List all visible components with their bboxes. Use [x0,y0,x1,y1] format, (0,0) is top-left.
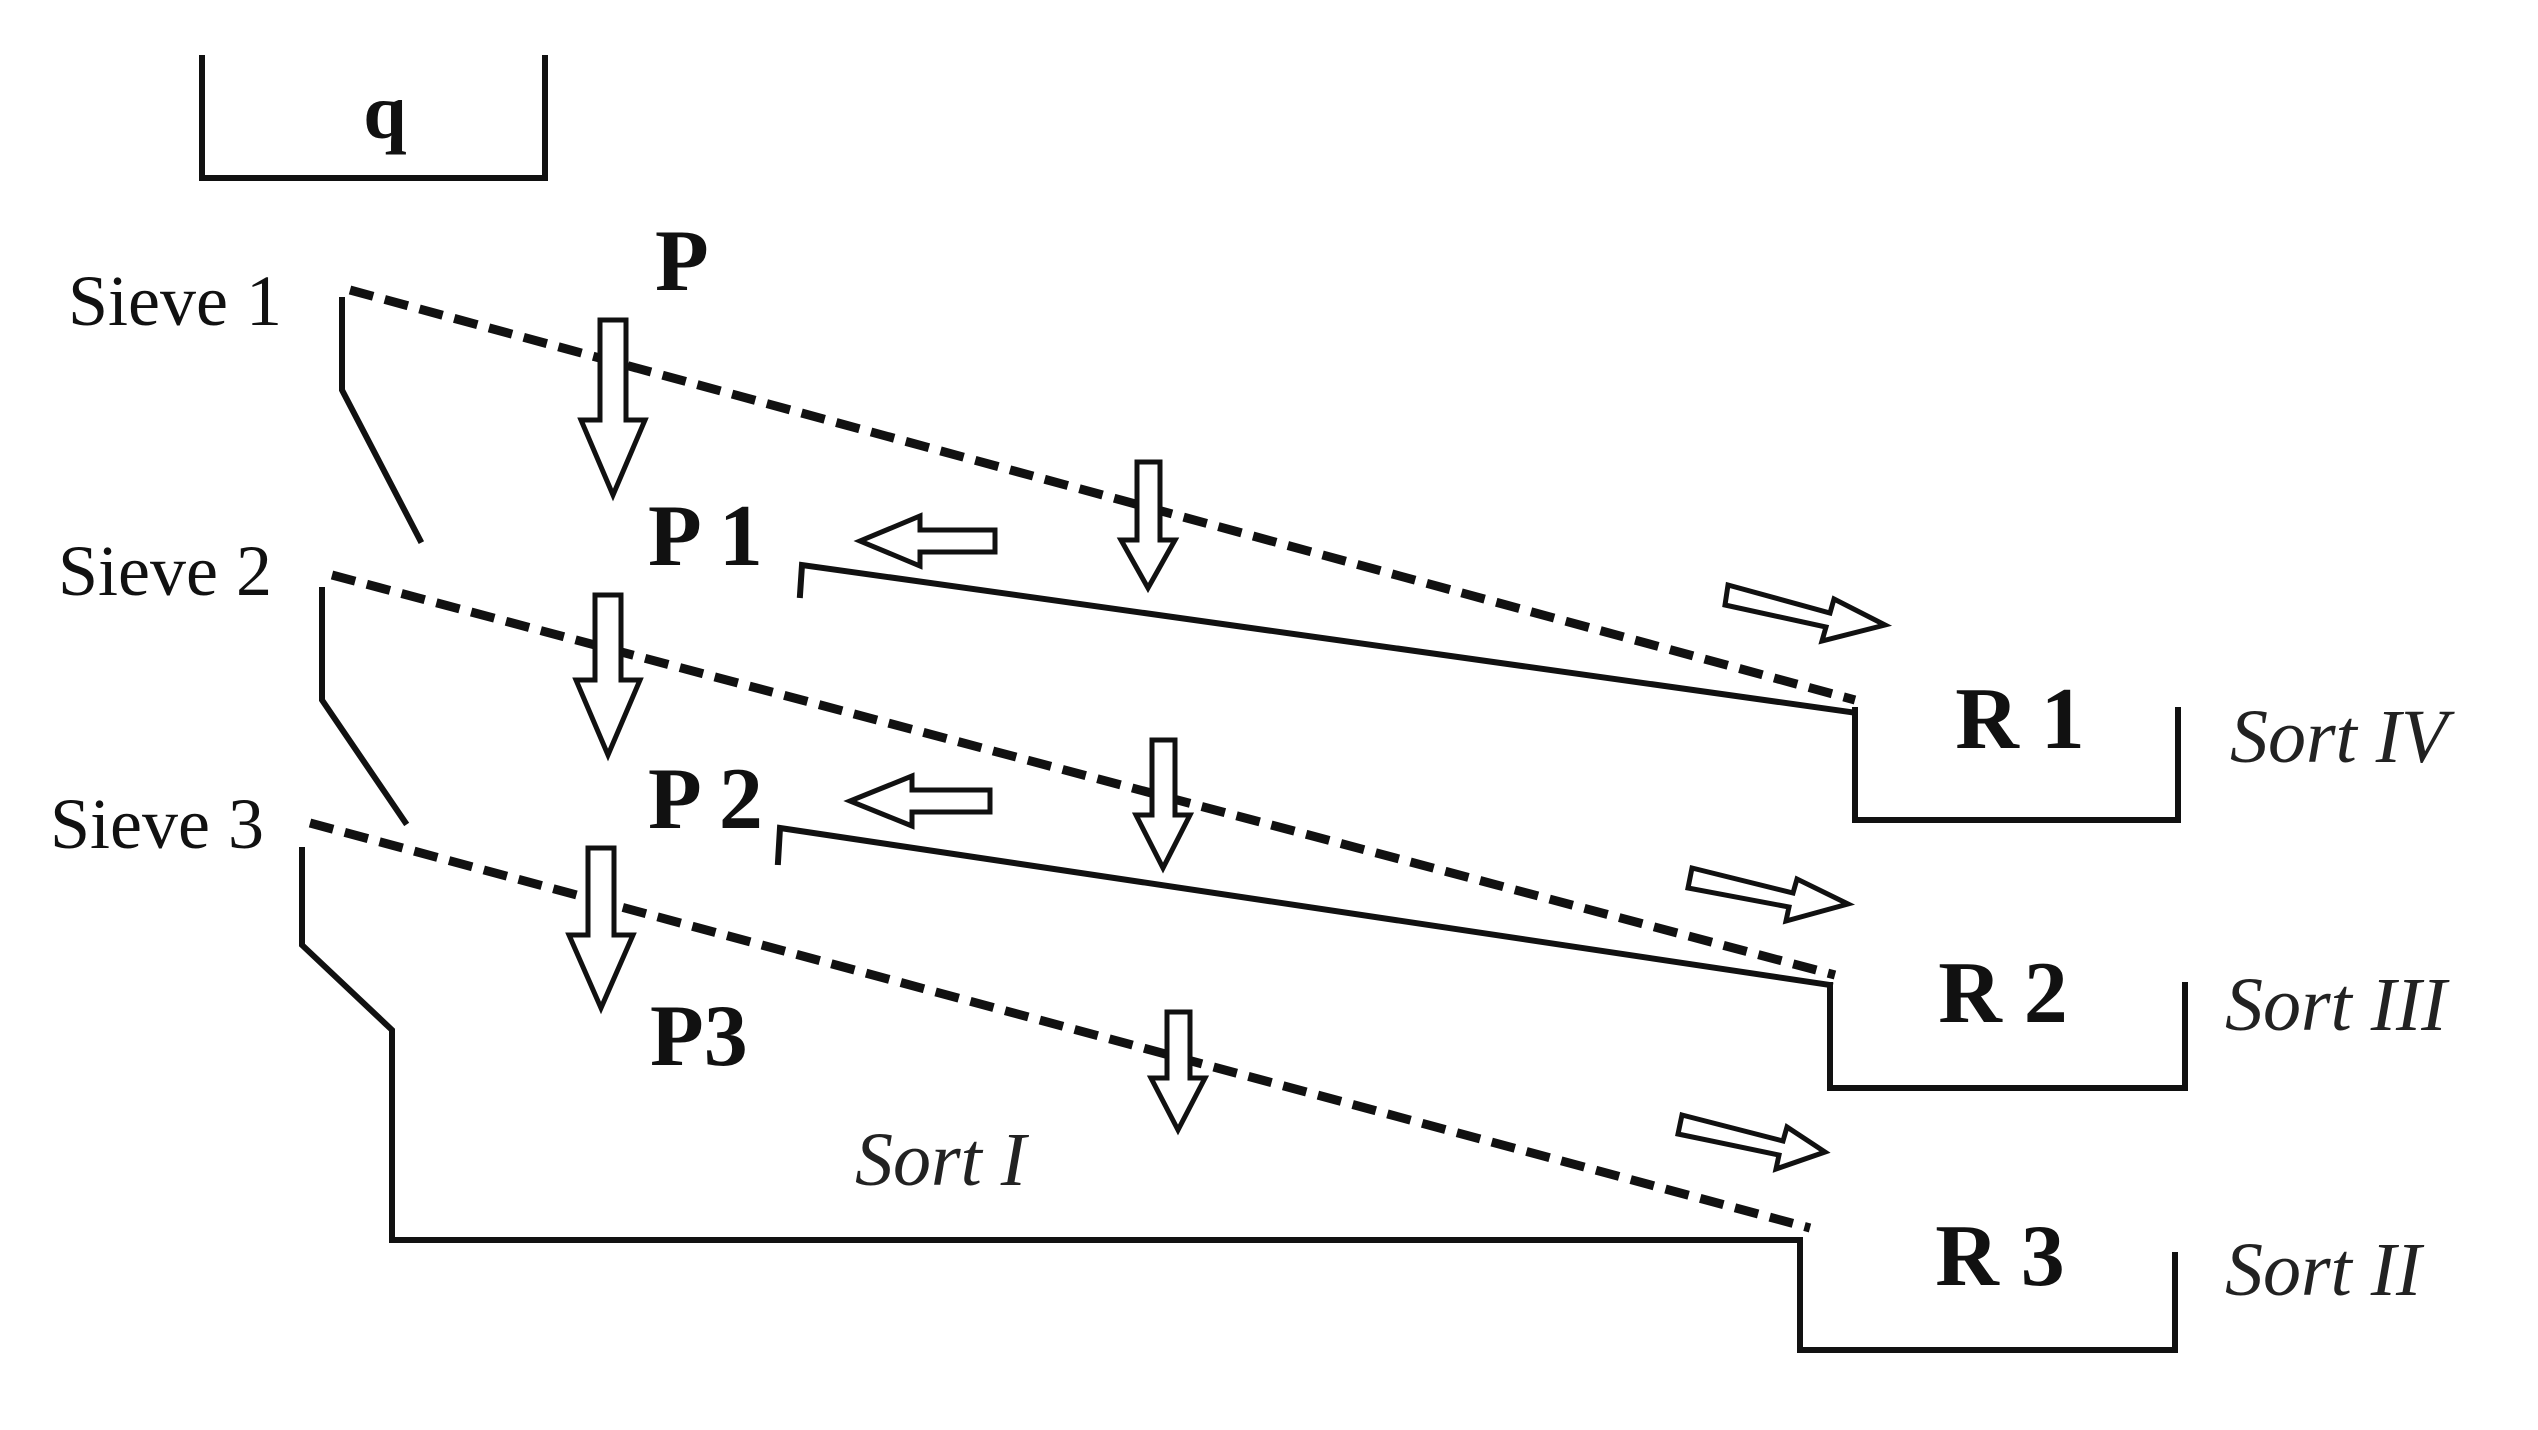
receiver-r3: R 3 [1797,1208,2178,1353]
receiver-r3-label: R 3 [1935,1208,2065,1305]
sieve-3-label: Sieve 3 [50,784,264,864]
receiver-r1-label: R 1 [1955,671,2085,768]
hollow-left-arrow-icon [843,772,993,830]
wall-sieve-1 [339,297,425,545]
bottom-tray-2 [774,824,1834,989]
hopper: q [199,55,548,181]
sort-label-r1: Sort IV [2230,695,2455,779]
sieve-1-label: Sieve 1 [68,261,282,341]
pass-label-p1: P 1 [648,488,763,585]
hollow-left-arrow-icon [853,512,998,570]
hollow-down-arrow-icon [1131,737,1195,874]
hollow-right-arrow-icon [1722,581,1893,645]
receiver-r2-box [1827,982,2188,1091]
receiver-r2-label: R 2 [1938,945,2068,1042]
pass-label-p: P [655,213,709,310]
hollow-down-arrow-icon [572,592,644,762]
pass-label-p3: P3 [650,988,748,1085]
sieve-2-line [330,570,1837,980]
hollow-down-arrow-icon [565,845,637,1015]
bottom-tray-1 [796,561,1854,716]
sort-label-r2: Sort III [2225,963,2450,1047]
sieve-2-label: Sieve 2 [58,531,272,611]
hollow-down-arrow-icon [577,317,649,502]
wall-sieve-3 [299,847,1803,1243]
hopper-label: q [363,68,406,155]
receiver-r1: R 1 [1852,671,2181,823]
pass-label-p2: P 2 [648,751,763,848]
hollow-right-arrow-icon [1675,1111,1831,1173]
hollow-down-arrow-icon [1116,459,1180,594]
hollow-down-arrow-icon [1146,1009,1210,1136]
fine-fraction-label: Sort I [855,1118,1030,1202]
sieve-3-line [308,818,1812,1233]
sort-label-r3: Sort II [2225,1228,2425,1312]
receiver-r3-box [1797,1237,2178,1353]
wall-sieve-2 [319,587,410,827]
hollow-right-arrow-icon [1685,864,1856,925]
sieve-1-line [348,285,1857,705]
receiver-r2: R 2 [1827,945,2188,1091]
